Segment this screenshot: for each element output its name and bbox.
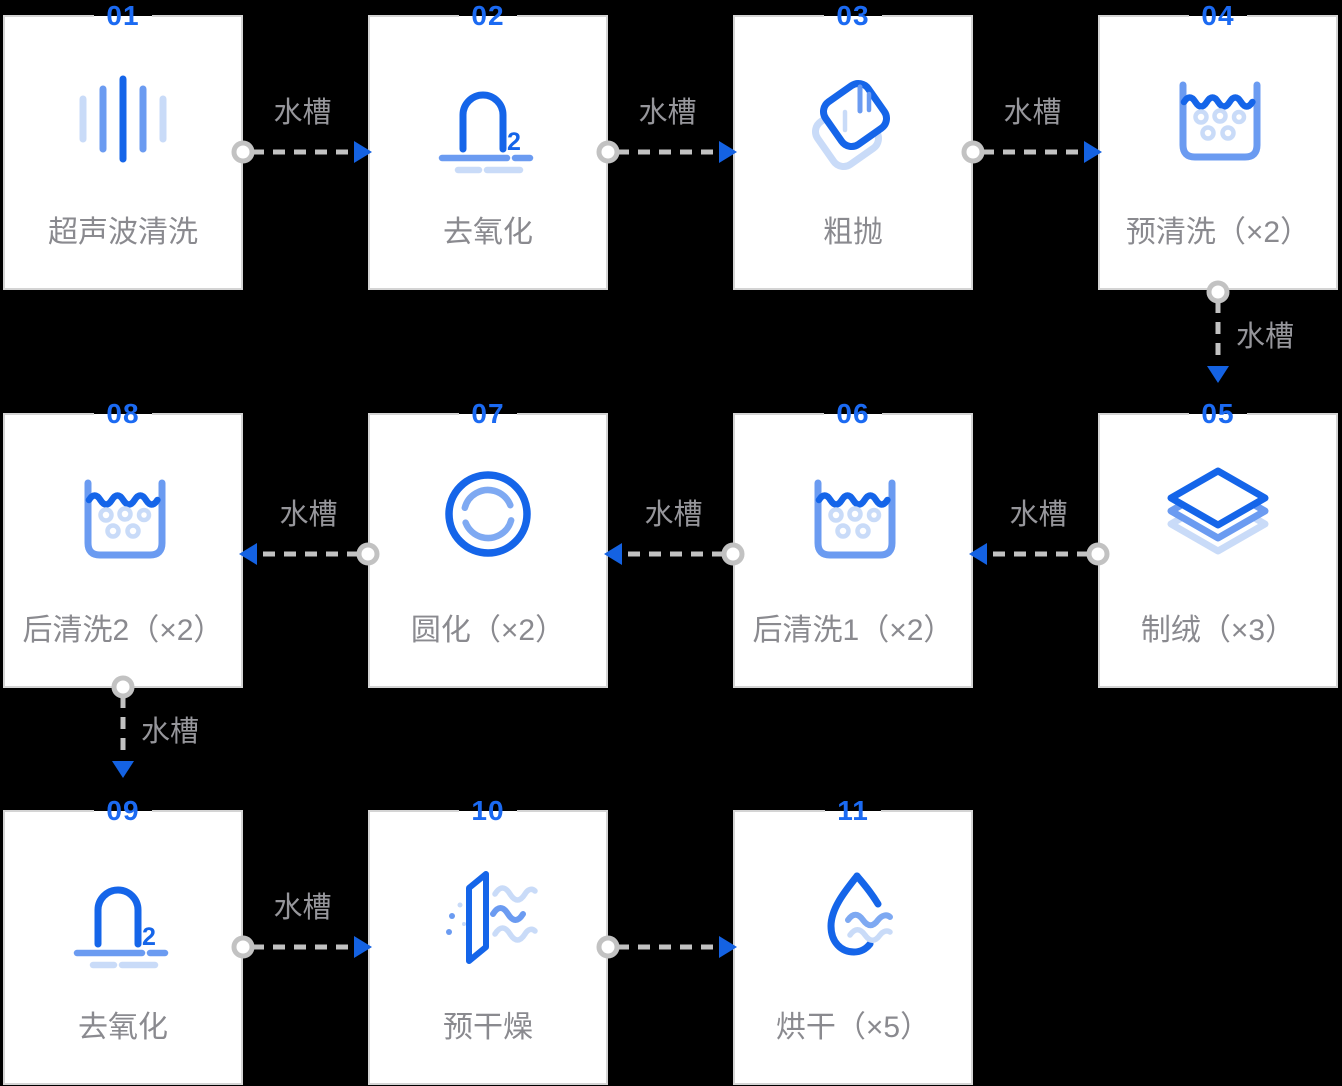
- connector-04-05: 水槽: [1206, 280, 1336, 388]
- dashed-arrow-left: [604, 542, 745, 566]
- rough-polish-icon: [788, 57, 918, 187]
- connector-08-09: 水槽: [111, 675, 241, 783]
- connector-label: 水槽: [273, 892, 332, 924]
- step-label: 去氧化: [78, 1011, 168, 1044]
- connector-label: 水槽: [1009, 499, 1068, 531]
- step-number: 03: [735, 0, 971, 35]
- deoxidize-icon: 2: [58, 852, 188, 982]
- connector-05-06: 水槽: [967, 498, 1110, 574]
- step-card-03: 03 粗抛: [733, 0, 973, 290]
- step-label: 预干燥: [443, 1011, 533, 1044]
- step-card-01: 01 超声波清洗: [3, 0, 243, 290]
- connector-label: 水槽: [273, 97, 332, 129]
- dashed-arrow-right: [961, 140, 1102, 164]
- connector-label: [596, 891, 739, 927]
- connector-07-08: 水槽: [237, 498, 380, 574]
- step-label: 去氧化: [443, 216, 533, 249]
- step-card-10: 10 预干燥: [368, 792, 608, 1085]
- step-number: 11: [735, 792, 971, 830]
- step-card-02: 02 2 去氧化: [368, 0, 608, 290]
- dashed-arrow-right: [231, 140, 372, 164]
- step-number: 05: [1100, 395, 1336, 433]
- step-label: 超声波清洗: [48, 216, 198, 249]
- cleaning-tank-icon: [58, 455, 188, 585]
- cleaning-tank-icon: [1153, 57, 1283, 187]
- step-label: 后清洗2（×2）: [22, 614, 224, 647]
- step-number: 06: [735, 395, 971, 433]
- step-label: 制绒（×3）: [1140, 614, 1296, 647]
- step-label: 预清洗（×2）: [1125, 216, 1311, 249]
- connector-06-07: 水槽: [602, 498, 745, 574]
- connector-label: 水槽: [279, 499, 338, 531]
- step-card-05: 05 制绒（×3）: [1098, 395, 1338, 688]
- connector-10-11: [596, 891, 739, 967]
- dashed-arrow-left: [239, 542, 380, 566]
- dashed-arrow-left: [969, 542, 1110, 566]
- texturing-icon: [1153, 455, 1283, 585]
- dashed-arrow-right: [596, 140, 737, 164]
- connector-label: 水槽: [1003, 97, 1062, 129]
- connector-label: 水槽: [141, 716, 200, 748]
- step-number: 01: [5, 0, 241, 35]
- step-number: 02: [370, 0, 606, 35]
- step-number: 04: [1100, 0, 1336, 35]
- step-label: 烘干（×5）: [775, 1011, 931, 1044]
- cleaning-tank-icon: [788, 455, 918, 585]
- svg-text:2: 2: [507, 128, 521, 156]
- rounding-icon: [423, 455, 553, 585]
- connector-03-04: 水槽: [961, 96, 1104, 172]
- connector-02-03: 水槽: [596, 96, 739, 172]
- connector-09-10: 水槽: [231, 891, 374, 967]
- step-number: 10: [370, 792, 606, 830]
- step-card-06: 06 后清洗1（×2）: [733, 395, 973, 688]
- deoxidize-icon: 2: [423, 57, 553, 187]
- step-number: 08: [5, 395, 241, 433]
- step-number: 07: [370, 395, 606, 433]
- step-card-09: 09 2 去氧化: [3, 792, 243, 1085]
- pre-dry-icon: [423, 852, 553, 982]
- step-label: 圆化（×2）: [410, 614, 566, 647]
- connector-01-02: 水槽: [231, 96, 374, 172]
- dashed-arrow-right: [231, 935, 372, 959]
- step-label: 粗抛: [823, 216, 883, 249]
- step-card-08: 08 后清洗2（×2）: [3, 395, 243, 688]
- step-card-07: 07 圆化（×2）: [368, 395, 608, 688]
- ultrasonic-wave-icon: [58, 57, 188, 187]
- step-label: 后清洗1（×2）: [752, 614, 954, 647]
- svg-text:2: 2: [142, 923, 156, 951]
- dashed-arrow-down: [1206, 280, 1230, 383]
- dashed-arrow-right: [596, 935, 737, 959]
- connector-label: 水槽: [1236, 321, 1295, 353]
- connector-label: 水槽: [644, 499, 703, 531]
- dry-droplet-icon: [788, 852, 918, 982]
- connector-label: 水槽: [638, 97, 697, 129]
- step-card-11: 11 烘干（×5）: [733, 792, 973, 1085]
- step-card-04: 04 预清洗（×2）: [1098, 0, 1338, 290]
- dashed-arrow-down: [111, 675, 135, 778]
- step-number: 09: [5, 792, 241, 830]
